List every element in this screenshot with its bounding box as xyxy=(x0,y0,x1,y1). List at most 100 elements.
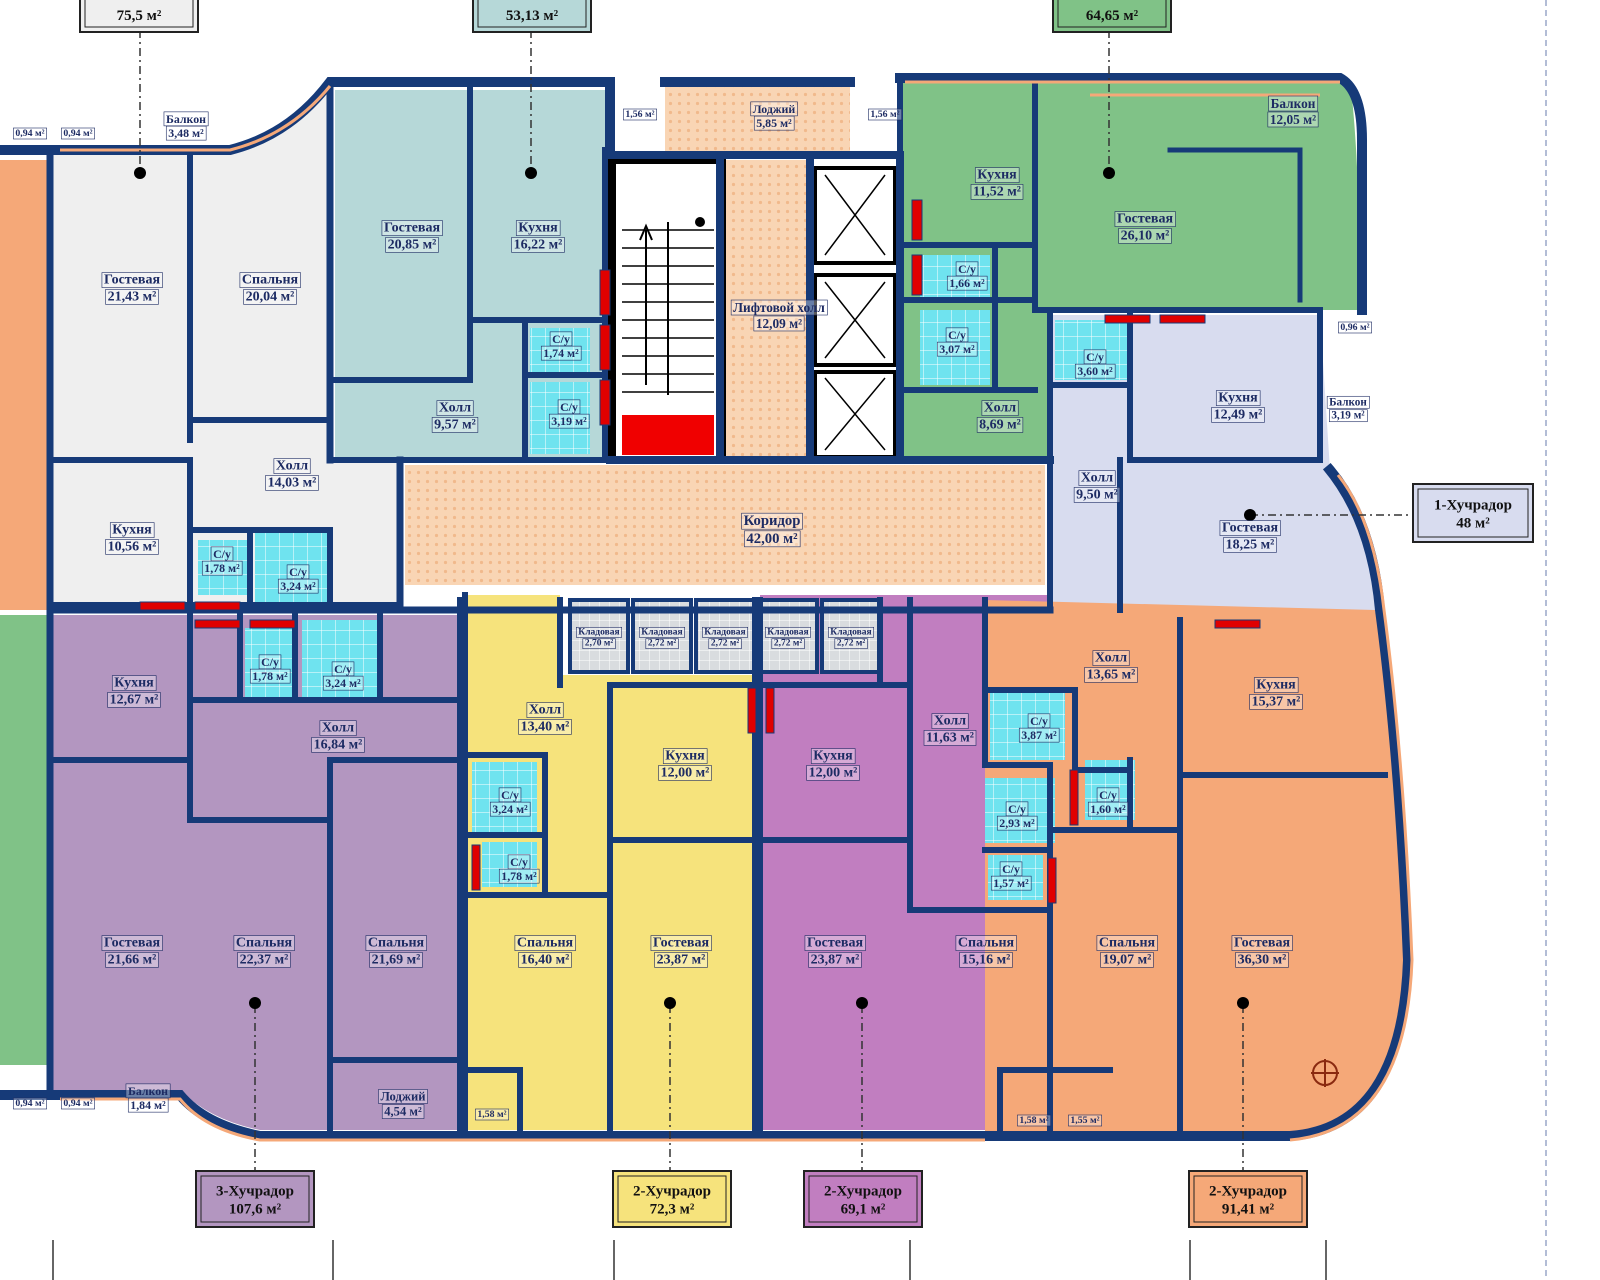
room-area: 0,94 м² xyxy=(15,1098,44,1109)
room-label-box xyxy=(959,952,1013,968)
room-label-box xyxy=(810,748,856,764)
room-area: 1,58 м² xyxy=(477,1109,506,1120)
room-label-box xyxy=(650,935,712,951)
stair-dot xyxy=(695,217,705,227)
room-name: С/у xyxy=(1002,862,1020,876)
apartment-type: 1-Хучрадор xyxy=(1434,497,1512,513)
room-area: 2,72 м² xyxy=(837,639,866,649)
room-area: 1,55 м² xyxy=(1070,1115,1099,1126)
room-label-box xyxy=(923,730,977,746)
accent xyxy=(747,687,757,734)
room-area: 16,22 м² xyxy=(514,237,563,252)
room-label-box xyxy=(828,626,874,638)
axis-dot xyxy=(134,167,146,179)
zone-green xyxy=(900,80,1360,460)
room-name: С/у xyxy=(552,332,570,346)
room-name: Кухня xyxy=(665,749,705,764)
room-name: Лоджий xyxy=(380,1089,425,1103)
room-area: 9,57 м² xyxy=(434,417,476,432)
wall xyxy=(327,87,608,463)
room-label-box xyxy=(645,638,679,650)
room-label-box xyxy=(1338,321,1372,334)
room-name: Спальня xyxy=(236,936,293,951)
axis-dot xyxy=(249,997,261,1009)
outer-wall xyxy=(46,78,1054,1099)
room-name: Холл xyxy=(934,714,966,729)
room-label-box xyxy=(804,935,866,951)
room-label-box xyxy=(974,167,1020,183)
compass-cross xyxy=(1311,1059,1339,1087)
room-area: 3,19 м² xyxy=(551,414,587,428)
room-label-box xyxy=(1268,95,1319,112)
room-name: Спальня xyxy=(958,936,1015,951)
apartment-tag xyxy=(1188,1170,1308,1228)
room-label-box xyxy=(1078,470,1116,486)
room-label-box xyxy=(936,341,978,357)
bath-tile xyxy=(985,778,1055,843)
bath-tile xyxy=(255,530,330,605)
wall xyxy=(47,147,403,613)
room-label-box xyxy=(319,720,357,736)
room-label-box xyxy=(1219,520,1281,536)
room-label-box xyxy=(741,512,803,530)
zone-orange-left xyxy=(0,160,50,610)
room-label-box xyxy=(990,875,1032,891)
room-label-box xyxy=(1326,395,1370,409)
room-name: Спальня xyxy=(1099,936,1156,951)
zone-grey xyxy=(50,90,400,610)
room-name: С/у xyxy=(1086,350,1104,364)
room-area: 36,30 м² xyxy=(1238,952,1287,967)
room-area: 13,40 м² xyxy=(521,719,570,734)
accent xyxy=(1159,314,1206,324)
room-name: Балкон xyxy=(1271,96,1316,111)
room-label-box xyxy=(639,626,685,638)
room-area: 1,56 м² xyxy=(870,109,899,120)
axis-dot xyxy=(525,167,537,179)
room-label-box xyxy=(582,638,616,650)
stair-arrow xyxy=(639,223,653,385)
room-area: 18,25 м² xyxy=(1226,537,1275,552)
room-area: 1,57 м² xyxy=(993,876,1029,890)
room-area: 21,69 м² xyxy=(372,952,421,967)
bath-tile xyxy=(302,620,377,698)
room-name: Кухня xyxy=(112,523,152,538)
room-name: Гостевая xyxy=(104,273,161,288)
room-area: 23,87 м² xyxy=(811,952,860,967)
room-name: Холл xyxy=(276,459,308,474)
room-label-box xyxy=(540,345,582,361)
room-label-box xyxy=(111,675,157,691)
apartment-area: 48 м² xyxy=(1456,515,1490,531)
room-label-box xyxy=(834,638,868,650)
room-label-box xyxy=(946,275,988,291)
room-name: Кладовая xyxy=(641,627,682,637)
room-label-box xyxy=(165,125,207,141)
room-area: 2,72 м² xyxy=(774,639,803,649)
wall xyxy=(1167,147,1303,303)
room-name: Кухня xyxy=(114,676,154,691)
room-label-box xyxy=(277,578,319,594)
room-label-box xyxy=(201,560,243,576)
window-band xyxy=(60,1097,985,1142)
room-name: С/у xyxy=(958,262,976,276)
room-area: 0,94 м² xyxy=(15,128,44,139)
room-name: Спальня xyxy=(242,273,299,288)
room-label-box xyxy=(381,220,443,236)
accent xyxy=(1047,857,1057,904)
room-label-box xyxy=(107,692,161,708)
room-area: 0,94 м² xyxy=(63,128,92,139)
room-name: Балкон xyxy=(128,1084,168,1098)
room-area: 0,94 м² xyxy=(63,1098,92,1109)
room-label-box xyxy=(1068,1114,1102,1127)
axis-dot xyxy=(1237,997,1249,1009)
room-name: С/у xyxy=(1099,788,1117,802)
accent xyxy=(139,601,186,611)
room-area: 21,43 м² xyxy=(108,289,157,304)
room-label-box xyxy=(526,702,564,718)
apartment-area: 69,1 м² xyxy=(841,1201,886,1217)
apartment-area: 75,5 м² xyxy=(117,8,162,24)
wall xyxy=(47,597,463,1139)
apartment-tag-frame xyxy=(477,0,587,28)
room-name: Кладовая xyxy=(767,627,808,637)
room-label-box xyxy=(702,626,748,638)
apartment-tag-frame xyxy=(84,0,194,28)
